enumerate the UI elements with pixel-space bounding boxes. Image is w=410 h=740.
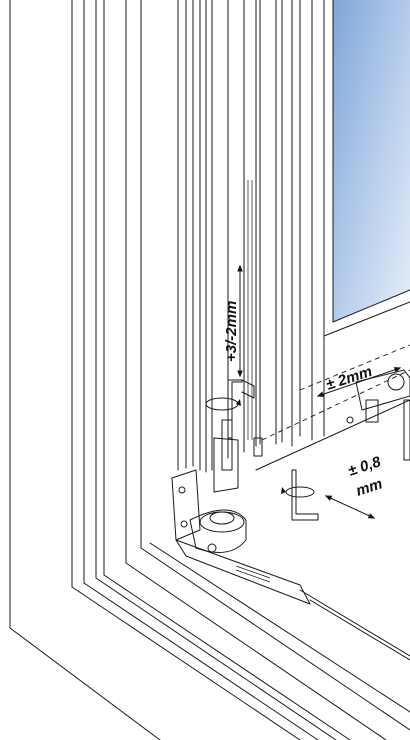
outer-frame [9, 0, 410, 740]
rotation-arrow-icon [205, 397, 241, 411]
hex-key-icon [227, 379, 255, 439]
depth-dimension-arrow [324, 495, 376, 519]
hex-key-icon [291, 469, 319, 521]
sash-bottom-rail [255, 289, 410, 661]
horizontal-adjustment-label: ± 2mm [324, 363, 374, 394]
horizontal-dimension-arrow [316, 367, 402, 397]
vertical-adjustment-label: +3/-2mm [223, 301, 240, 362]
hinge-icon [171, 419, 311, 605]
glass-pane [333, 0, 410, 322]
sash-profile [177, 0, 334, 473]
rotation-arrow-icon [281, 486, 315, 498]
depth-adjustment-unit-label: mm [354, 475, 385, 499]
